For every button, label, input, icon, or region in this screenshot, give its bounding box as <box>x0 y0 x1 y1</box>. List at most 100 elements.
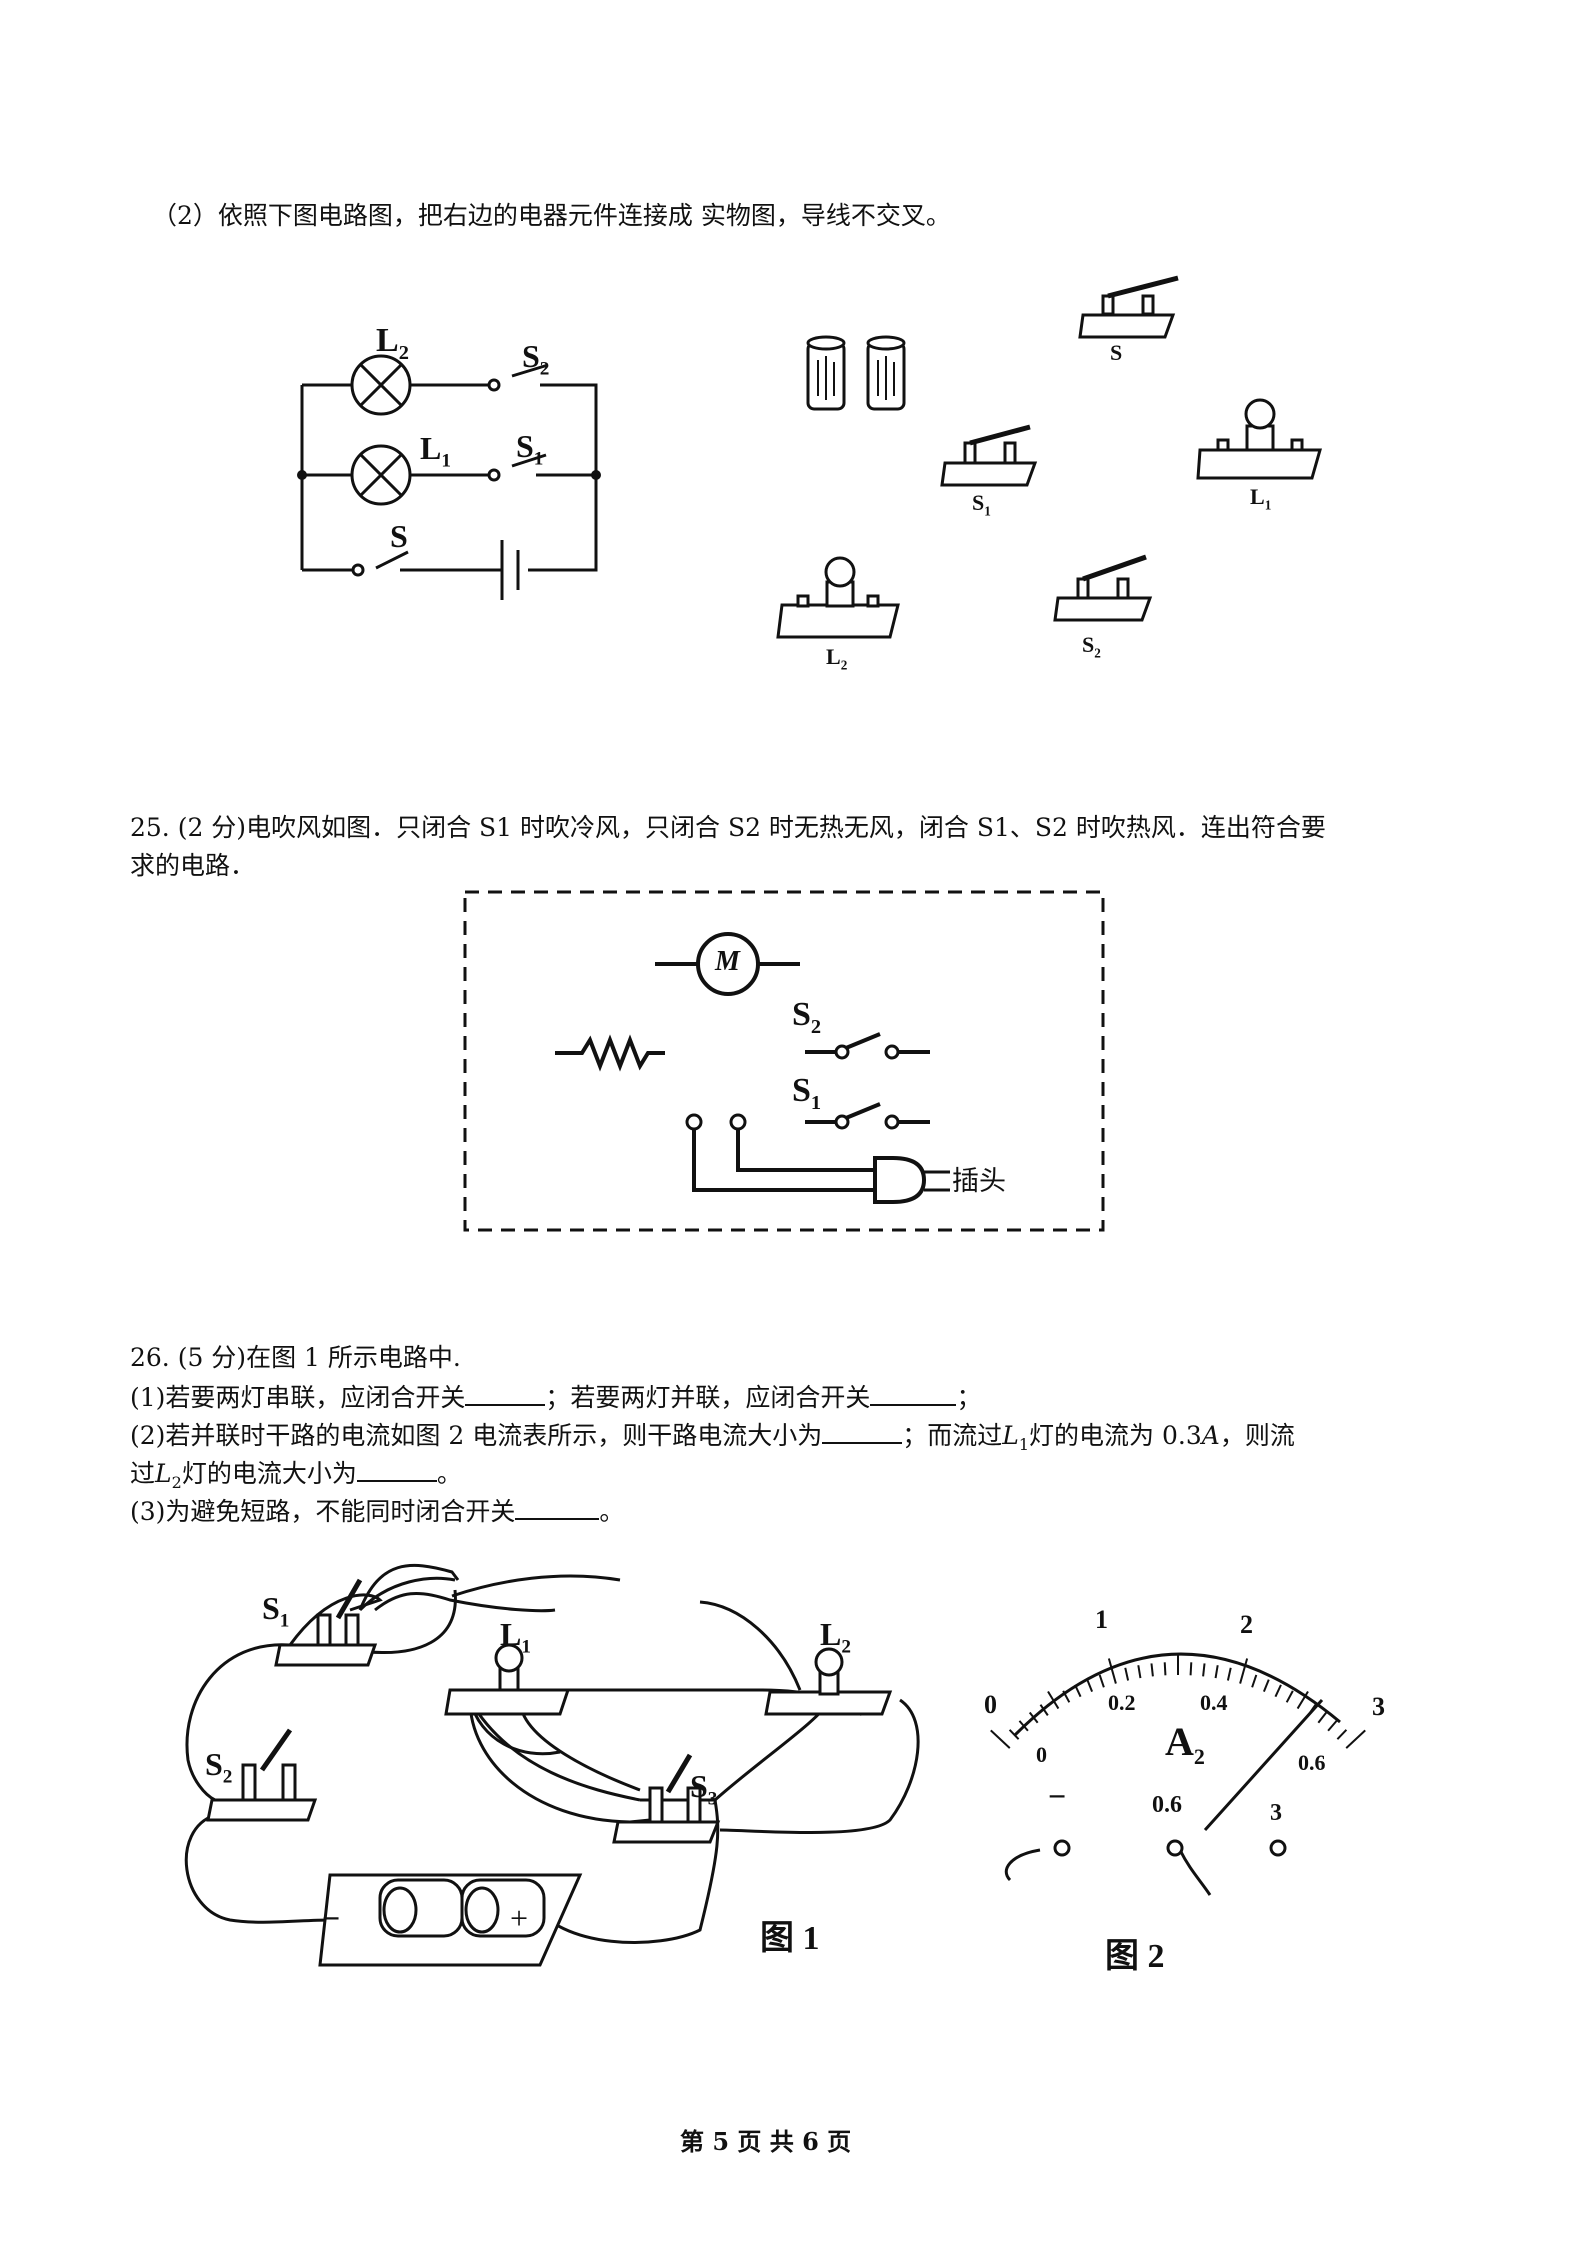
schematic-label-s2: S2 <box>522 338 550 380</box>
fig1-label-l1: L1 <box>500 1616 531 1658</box>
terminal-06: 0.6 <box>1152 1792 1182 1818</box>
component-label-l1: L1 <box>1250 484 1272 513</box>
component-label-s1: S1 <box>972 490 991 519</box>
ammeter-tick <box>1039 1704 1049 1716</box>
question-24-2-text: （2）依照下图电路图，把右边的电器元件连接成 实物图，导线不交叉。 <box>152 201 951 230</box>
ammeter-needle <box>1203 1698 1324 1832</box>
component-label-s: S <box>1110 340 1123 365</box>
switch-s <box>1078 275 1179 339</box>
question-26-line3: 过L2灯的电流大小为。 <box>130 1454 462 1501</box>
answer-blank-l2-current[interactable] <box>356 1454 437 1482</box>
motor-label: M <box>715 946 740 977</box>
ammeter-tick <box>1251 1674 1258 1688</box>
ammeter-tick <box>1317 1711 1328 1724</box>
ammeter-tick <box>1189 1662 1193 1676</box>
question-25-line2: 求的电路． <box>130 851 256 880</box>
question-26-line1: (1)若要两灯串联，应闭合开关；若要两灯并联，应闭合开关； <box>130 1378 981 1416</box>
fig1-switch-s3 <box>612 1753 721 1844</box>
ammeter-tick <box>1098 1674 1105 1688</box>
ammeter-tick <box>1008 1729 1020 1740</box>
ammeter-tick <box>1047 1690 1060 1710</box>
fig1-label-s2: S2 <box>205 1746 233 1788</box>
fig1-battery-minus: − <box>322 1900 341 1936</box>
figure-1-label: 图 1 <box>760 1920 820 1957</box>
terminal-3: 3 <box>1270 1800 1282 1826</box>
heater-resistor <box>555 1034 665 1072</box>
ammeter-tick <box>1107 1658 1117 1684</box>
schematic-label-l1: L1 <box>420 430 451 472</box>
component-label-l2: L2 <box>826 644 848 673</box>
scale-bottom-06: 0.6 <box>1298 1750 1326 1775</box>
question-26-line2: (2)若并联时干路的电流如图 2 电流表所示，则干路电流大小为；而流过L1灯的电… <box>130 1416 1295 1463</box>
question-25-line1: 25. (2 分)电吹风如图．只闭合 S1 时吹冷风，只闭合 S2 时无热无风，… <box>130 813 1326 842</box>
scale-bottom-02: 0.2 <box>1108 1690 1136 1715</box>
ammeter-tick <box>1239 1658 1249 1684</box>
schematic-label-s1: S1 <box>516 428 544 470</box>
answer-blank-series[interactable] <box>465 1378 546 1406</box>
answer-blank-parallel[interactable] <box>870 1378 957 1406</box>
switch-s2 <box>1053 554 1153 622</box>
ammeter-tick <box>1163 1662 1167 1676</box>
ammeter-tick <box>1028 1711 1039 1724</box>
ammeter-tick <box>1124 1667 1130 1681</box>
schematic-label-l2: L2 <box>376 322 409 364</box>
scale-top-2: 2 <box>1240 1610 1253 1639</box>
fig1-lamp-l2 <box>764 1647 893 1716</box>
schematic-label-s: S <box>390 518 408 554</box>
ammeter-tick <box>1018 1720 1029 1732</box>
fig1-lamp-l1 <box>444 1643 571 1716</box>
question-26-line4: (3)为避免短路，不能同时闭合开关。 <box>130 1492 624 1530</box>
answer-blank-main-current[interactable] <box>822 1416 903 1444</box>
label-s2: S2 <box>792 996 822 1038</box>
ammeter-tick <box>1336 1729 1348 1740</box>
ammeter-tick <box>990 1729 1011 1749</box>
switch-s1 <box>940 424 1038 487</box>
ammeter-tick <box>1062 1690 1071 1703</box>
fig1-label-s1: S1 <box>262 1590 290 1632</box>
ammeter-tick <box>1137 1665 1142 1679</box>
ammeter-tick <box>1262 1679 1270 1693</box>
fig1-switch-s2 <box>206 1728 318 1822</box>
figure-2-label: 图 2 <box>1105 1938 1165 1975</box>
scale-top-1: 1 <box>1095 1605 1108 1634</box>
scale-bottom-0: 0 <box>1036 1742 1047 1767</box>
plug-label: 插头 <box>952 1166 1006 1197</box>
fig1-battery <box>318 1873 583 1967</box>
answer-blank-short-circuit[interactable] <box>515 1492 600 1520</box>
fig1-label-l2: L2 <box>820 1616 851 1658</box>
motor-symbol <box>696 932 760 996</box>
plug-symbol <box>873 1156 927 1204</box>
fig1-battery-plus: + <box>510 1900 529 1936</box>
fig1-switch-s1 <box>274 1578 378 1667</box>
ammeter-tick <box>1285 1690 1294 1703</box>
fig1-label-s3: S3 <box>690 1768 718 1810</box>
ammeter-tick <box>1150 1663 1154 1677</box>
ammeter-tick <box>1274 1684 1282 1698</box>
ammeter-tick <box>1226 1667 1232 1681</box>
component-label-s2: S2 <box>1082 632 1101 661</box>
ammeter-tick <box>1327 1720 1338 1732</box>
ammeter-tick <box>1296 1690 1309 1710</box>
scale-bottom-04: 0.4 <box>1200 1690 1228 1715</box>
page-footer: 第 5 页 共 6 页 <box>680 2127 852 2156</box>
ammeter-tick <box>1074 1684 1082 1698</box>
ammeter-tick <box>1086 1679 1094 1693</box>
scale-top-3: 3 <box>1372 1692 1385 1721</box>
ammeter-tick <box>1214 1665 1219 1679</box>
battery-2 <box>866 335 906 411</box>
question-26-line0: 26. (5 分)在图 1 所示电路中. <box>130 1343 461 1372</box>
battery-1 <box>806 335 846 411</box>
ammeter-tick <box>1345 1729 1366 1749</box>
ammeter-label: A2 <box>1165 1719 1205 1769</box>
scale-top-0: 0 <box>984 1690 997 1719</box>
lamp-l1-component <box>1196 398 1322 480</box>
terminal-minus: − <box>1048 1778 1067 1814</box>
lamp-l2-component <box>776 556 900 639</box>
ammeter-tick <box>1202 1663 1206 1677</box>
label-s1: S1 <box>792 1072 822 1114</box>
